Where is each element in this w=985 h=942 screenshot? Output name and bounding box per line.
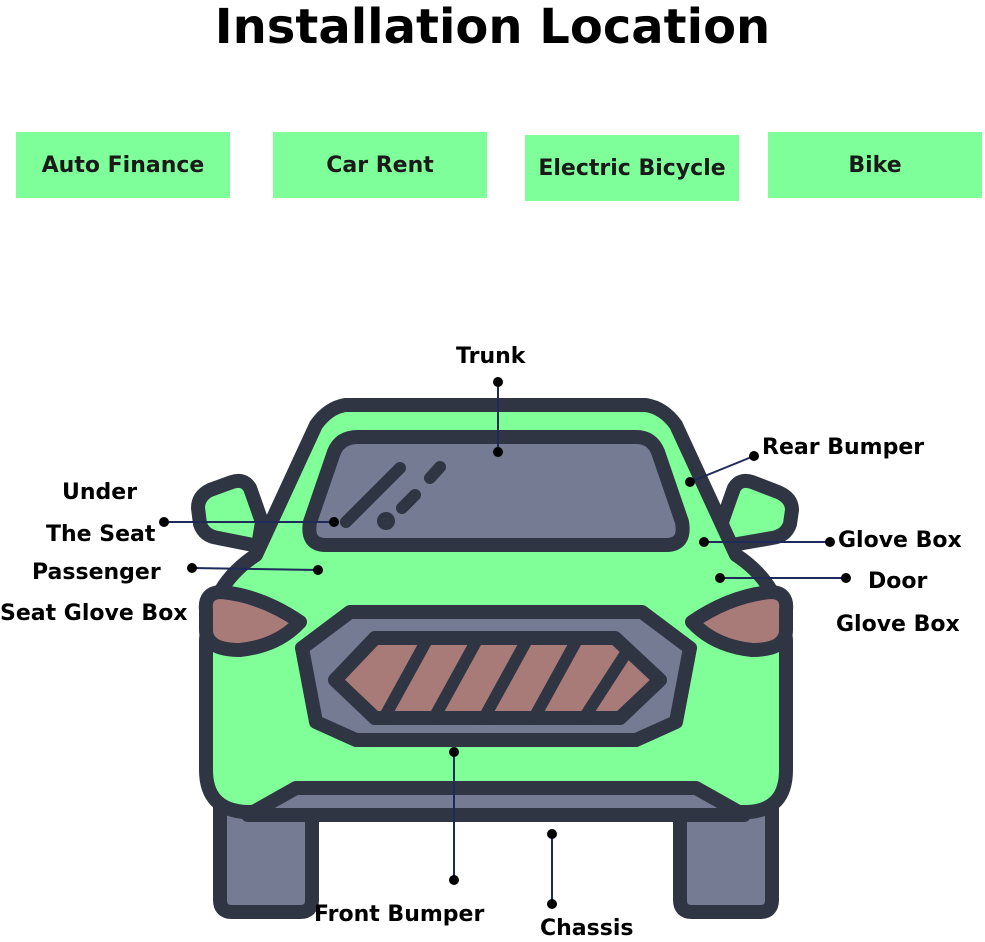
label-door-line2: Glove Box: [836, 612, 960, 637]
lower-bumper: [241, 781, 751, 822]
right-wheel: [673, 793, 779, 919]
page-title: Installation Location: [214, 0, 771, 55]
label-trunk: Trunk: [456, 344, 526, 369]
windshield-highlights: [340, 461, 446, 530]
tag-electric-bicycle: Electric Bicycle: [525, 135, 739, 201]
left-wheel: [213, 793, 319, 919]
right-headlight: [685, 585, 794, 657]
leader-lines: [164, 382, 846, 904]
tag-auto-finance: Auto Finance: [16, 132, 230, 198]
left-headlight: [198, 585, 307, 657]
label-under-line2: The Seat: [46, 522, 156, 547]
car-illustration: [191, 398, 799, 919]
label-door-line1: Door: [868, 569, 928, 594]
tag-bike: Bike: [768, 132, 982, 198]
leader-dots: [159, 377, 851, 909]
left-mirror: [191, 473, 269, 553]
label-front-bumper: Front Bumper: [314, 902, 485, 927]
grille-slats: [378, 632, 634, 724]
right-mirror: [715, 473, 799, 553]
label-rear-bumper: Rear Bumper: [762, 435, 925, 460]
label-chassis: Chassis: [540, 916, 634, 941]
tag-car-rent: Car Rent: [273, 132, 487, 198]
label-glove-box: Glove Box: [838, 528, 962, 553]
label-under-line1: Under: [62, 480, 138, 505]
label-passenger-line1: Passenger: [32, 560, 161, 585]
label-passenger-line2: Seat Glove Box: [0, 601, 188, 626]
